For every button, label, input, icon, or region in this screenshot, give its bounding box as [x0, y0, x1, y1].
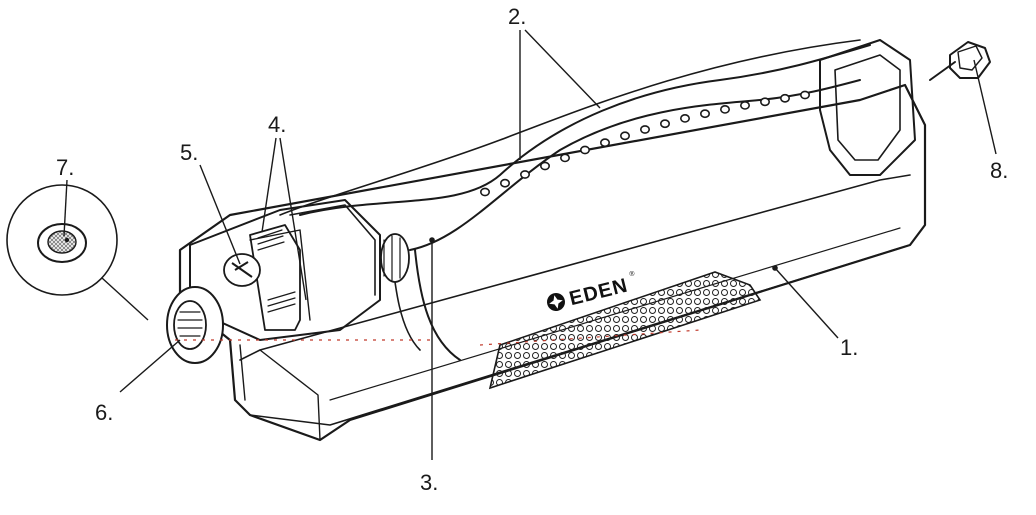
- callout-2: 2.: [508, 4, 526, 29]
- tube-coupler: [380, 233, 410, 283]
- nozzle: [799, 90, 810, 100]
- nozzle: [539, 161, 550, 171]
- callout-1: 1.: [840, 335, 858, 360]
- leader-lines: [63, 29, 997, 460]
- callout-4: 4.: [268, 112, 286, 137]
- leader-2b: [524, 29, 601, 109]
- filter-washer: [37, 223, 87, 263]
- leader-6: [119, 339, 181, 393]
- nozzle-cleaner-tool: [929, 41, 991, 81]
- nozzle: [559, 153, 570, 163]
- nozzle: [779, 93, 790, 103]
- filter-inset: [6, 184, 149, 321]
- nozzle: [639, 125, 650, 134]
- nozzle: [499, 178, 510, 188]
- base-grill: [488, 271, 762, 390]
- nozzle: [619, 131, 630, 141]
- end-cap-right: [819, 39, 916, 176]
- range-adjuster: [249, 224, 301, 331]
- brand-registered-mark: ®: [629, 269, 637, 278]
- leader-4b: [279, 137, 307, 301]
- reference-dashes: [175, 329, 701, 346]
- callout-3: 3.: [420, 470, 438, 495]
- nozzle: [579, 145, 590, 155]
- nozzle-row: [479, 90, 810, 197]
- nozzle: [659, 119, 670, 129]
- leader-5: [199, 164, 241, 265]
- callout-8: 8.: [990, 158, 1008, 183]
- compass-star-icon: [547, 293, 565, 311]
- nozzle: [599, 138, 610, 148]
- angle-dial: [223, 253, 261, 287]
- hose-connector: [166, 286, 224, 364]
- leader-7: [63, 179, 68, 237]
- leader-4a: [261, 137, 277, 233]
- leader-8: [973, 59, 997, 155]
- nozzle: [759, 97, 770, 107]
- callout-6: 6.: [95, 400, 113, 425]
- leader-dots: [64, 237, 778, 271]
- nozzle: [719, 105, 730, 114]
- sprinkler-base: [178, 83, 927, 442]
- leader-1: [774, 267, 839, 339]
- callout-5: 5.: [180, 140, 198, 165]
- nozzle: [519, 170, 530, 179]
- nozzle: [479, 187, 490, 197]
- nozzle: [699, 109, 710, 119]
- nozzle: [739, 101, 750, 110]
- spray-tube: [279, 39, 871, 361]
- nozzle: [679, 114, 690, 123]
- callout-7: 7.: [56, 155, 74, 180]
